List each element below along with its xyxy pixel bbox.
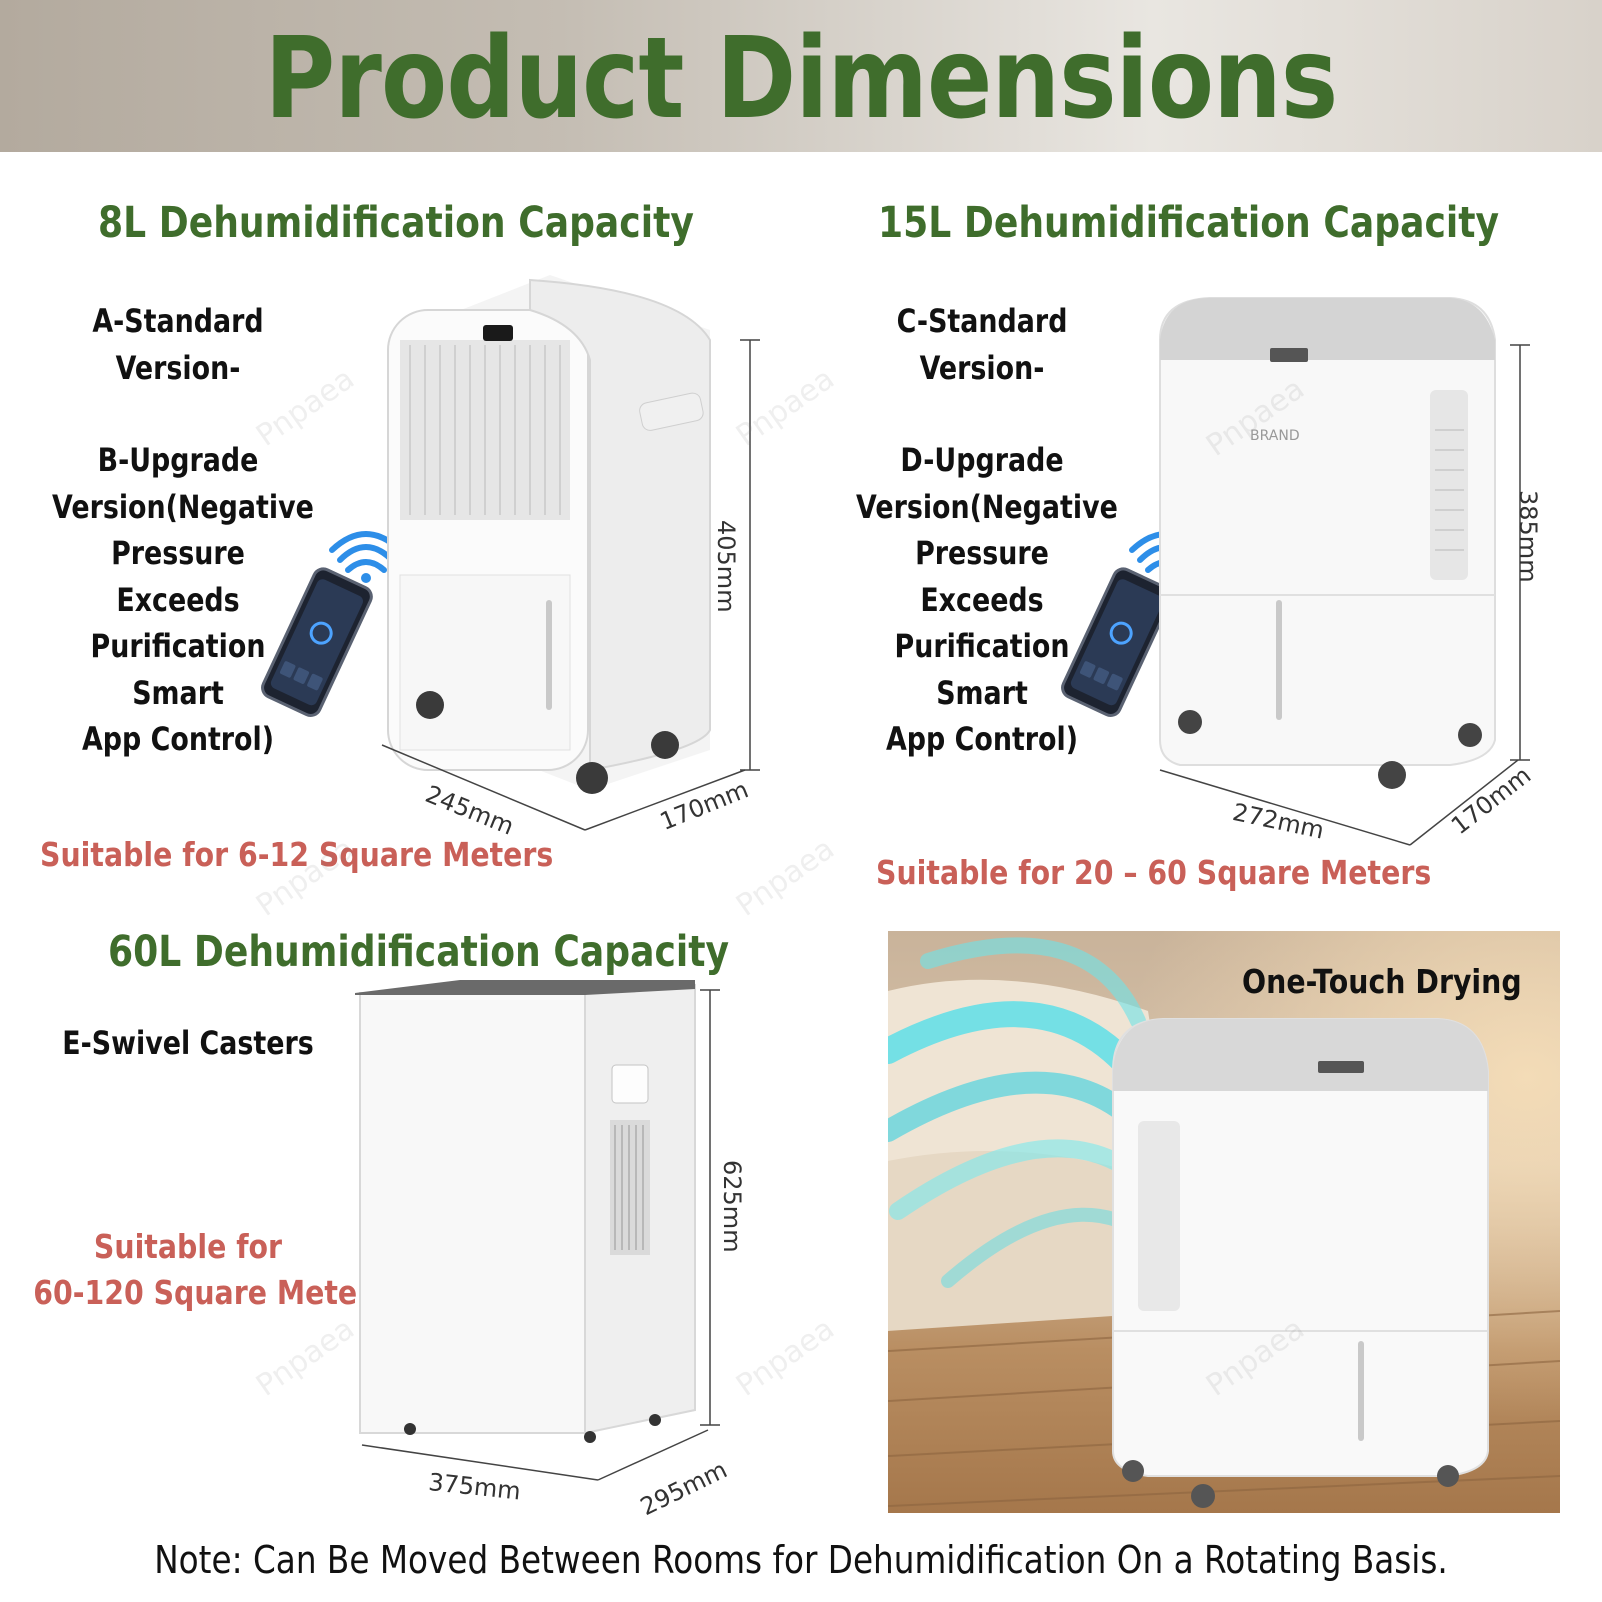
- suitable-area-8l: Suitable for 6-12 Square Meters: [40, 835, 554, 874]
- version-description-8l: A-Standard Version- B-Upgrade Version(Ne…: [52, 298, 314, 763]
- desc-line: Exceeds: [116, 580, 240, 619]
- capacity-title-15l: 15L Dehumidification Capacity: [878, 198, 1500, 248]
- desc-line: Version(Negative: [52, 487, 314, 526]
- feature-swivel-casters: E-Swivel Casters: [54, 1020, 323, 1067]
- capacity-title-60l: 60L Dehumidification Capacity: [108, 927, 730, 977]
- dimension-height-60l: 625mm: [718, 1160, 746, 1253]
- suitable-area-60l: Suitable for 60-120 Square Meters: [33, 1224, 389, 1316]
- desc-line: Version-: [919, 348, 1045, 387]
- suitable-line: Suitable for: [93, 1227, 283, 1266]
- desc-line: Purification: [894, 627, 1070, 665]
- desc-line: Exceeds: [920, 580, 1044, 619]
- smartphone-app-icon: [261, 531, 400, 717]
- watermark: Pnpaea: [729, 1311, 841, 1404]
- one-touch-drying-label: One-Touch Drying: [1242, 962, 1522, 1001]
- desc-line: E-Swivel Casters: [62, 1024, 314, 1062]
- capacity-title-8l: 8L Dehumidification Capacity: [98, 198, 694, 248]
- desc-line: Smart: [132, 673, 224, 712]
- brand-mark: BRAND: [1250, 428, 1300, 444]
- footer-note: Note: Can Be Moved Between Rooms for Deh…: [154, 1538, 1448, 1582]
- header-banner: [0, 0, 1602, 152]
- dimension-lines-8l: [381, 339, 760, 831]
- desc-line: App Control): [885, 720, 1079, 758]
- lifestyle-scene: [888, 931, 1560, 1513]
- dimension-height-15l: 385mm: [1514, 490, 1542, 583]
- desc-line: A-Standard: [92, 302, 264, 340]
- desc-line: Pressure: [915, 534, 1049, 572]
- dehumidifier-8l-image: [387, 275, 711, 794]
- desc-line: C-Standard: [896, 302, 1068, 340]
- desc-line: D-Upgrade: [900, 441, 1064, 479]
- desc-line: Version-: [115, 348, 241, 387]
- desc-line: Pressure: [111, 534, 245, 572]
- dehumidifier-15l-image: BRAND: [1159, 297, 1496, 789]
- smartphone-app-icon: [1061, 531, 1200, 717]
- dimension-lines-15l: [1159, 344, 1530, 846]
- lifestyle-photo: [888, 931, 1560, 1513]
- watermark: Pnpaea: [249, 1311, 361, 1404]
- desc-line: Smart: [936, 673, 1028, 712]
- desc-line: Purification: [90, 627, 266, 665]
- desc-line: Version(Negative: [856, 487, 1118, 526]
- dehumidifier-60l-image: [355, 980, 696, 1443]
- suitable-line: 60-120 Square Meters: [33, 1273, 389, 1312]
- version-description-15l: C-Standard Version- D-Upgrade Version(Ne…: [856, 298, 1118, 763]
- page-title: Product Dimensions: [264, 14, 1338, 144]
- desc-line: App Control): [81, 720, 275, 758]
- dimension-lines-60l: [361, 989, 720, 1481]
- suitable-area-15l: Suitable for 20 – 60 Square Meters: [876, 853, 1432, 892]
- dimension-height-8l: 405mm: [712, 520, 740, 613]
- desc-line: B-Upgrade: [97, 441, 259, 479]
